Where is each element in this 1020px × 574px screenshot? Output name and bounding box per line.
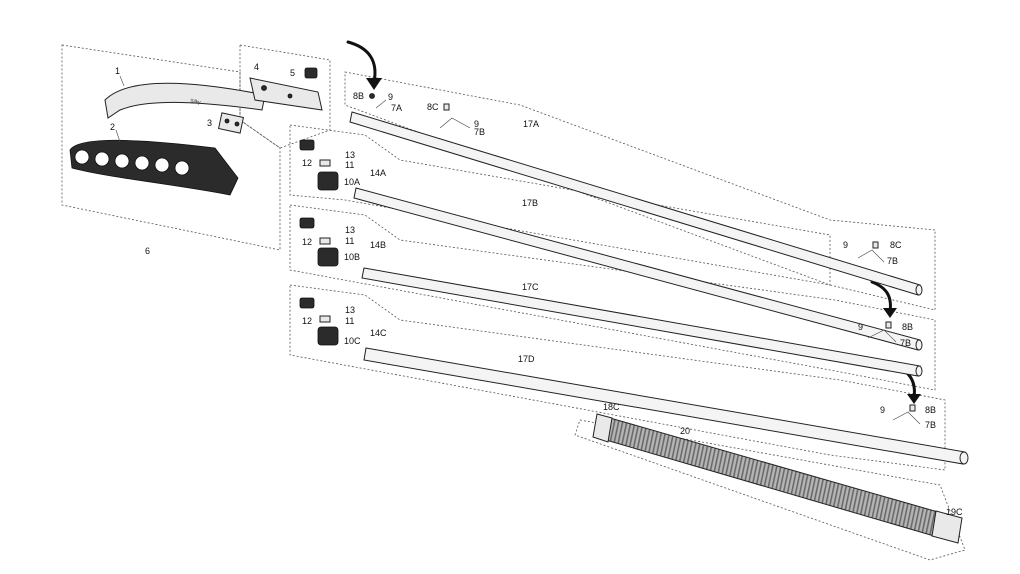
label-clip-7a: 7A [391,103,402,113]
lock-lever-10a [317,171,339,191]
label-cap-13-a: 13 [345,150,355,160]
label-bracket-4: 4 [254,62,259,72]
label-pad-11-b: 11 [345,236,354,246]
label-knob-5: 5 [290,68,295,78]
lock-a-group-outline [289,124,831,286]
label-lock-assy-14c: 14C [370,328,387,338]
label-clip-7b-top: 7B [474,127,485,137]
saw-blade [104,82,266,119]
grip-end-18c [592,413,613,443]
label-part-12-c: 12 [302,316,312,326]
lock-cap-a [299,139,315,151]
label-blade-guard: 2 [110,122,115,132]
arrow-down-icon [346,40,377,84]
label-cap-13-b: 13 [345,225,355,235]
saw-group-outline [61,44,281,251]
label-end-cap-19c: 19C [946,507,963,517]
label-screw-9-top2: 9 [474,119,479,129]
label-clip-8c-top: 8C [427,102,439,112]
label-clip-7b-c: 7B [900,338,911,348]
label-pole-17a: 17A [523,119,539,129]
label-grip-end-18c: 18C [603,402,620,412]
label-screw-9-b: 9 [843,240,848,250]
blade-guard [69,139,239,196]
label-blade: 1 [115,66,120,76]
label-lock-10a: 10A [344,177,360,187]
lock-cap-c [299,297,315,309]
label-clip-7b-b: 7B [887,256,898,266]
grip-group-outline [574,419,966,561]
lock-cap-b [299,217,315,229]
label-part-12-a: 12 [302,158,312,168]
label-clip-8c-b: 8C [890,240,902,250]
label-clip-8b-top: 8B [353,91,364,101]
label-screw-9-top: 9 [388,92,393,102]
bracket-group-outline [239,44,331,149]
guard-holes [74,149,190,176]
grip-20 [605,417,939,537]
label-grip-20: 20 [680,426,690,436]
label-pole-17b: 17B [522,198,538,208]
saw-blade-brand: Silky [190,98,202,106]
label-hardware-3: 3 [207,118,212,128]
label-part-12-b: 12 [302,237,312,247]
lock-lever-10b [317,247,339,267]
head-bracket [249,77,323,111]
label-pole-17d: 17D [518,354,535,364]
label-lock-10c: 10C [344,336,361,346]
label-lock-10b: 10B [344,252,360,262]
label-saw-assembly: 6 [145,246,150,256]
mounting-plate [217,112,245,134]
label-pad-11-c: 11 [345,316,354,326]
label-pole-17c: 17C [522,282,539,292]
label-screw-9-c: 9 [858,322,863,332]
tension-knob [304,67,318,79]
end-cap-19c [931,510,963,544]
lock-lever-10c [317,326,339,346]
pole-c-group-outline [289,284,946,471]
label-pad-11-a: 11 [345,160,354,170]
label-clip-8b-d: 8B [925,405,936,415]
label-clip-8b-c: 8B [902,322,913,332]
label-lock-assy-14a: 14A [370,168,386,178]
label-clip-7b-d: 7B [925,420,936,430]
label-cap-13-c: 13 [345,305,355,315]
label-screw-9-d: 9 [880,405,885,415]
label-lock-assy-14b: 14B [370,240,386,250]
